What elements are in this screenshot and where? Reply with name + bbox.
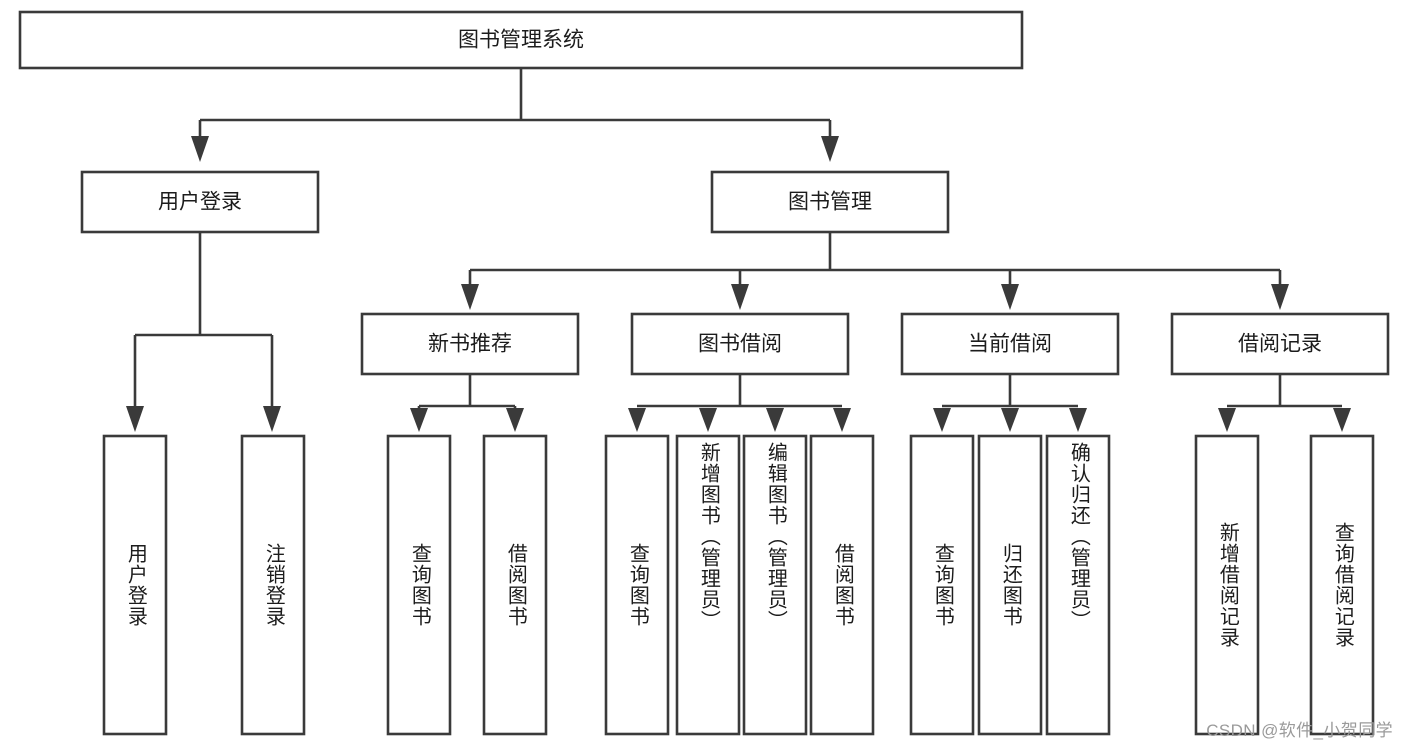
arrow-head-recommend-1 — [506, 408, 524, 432]
node-root-box[interactable] — [18, 10, 1024, 70]
node-leaf-record-query-box[interactable] — [1309, 434, 1375, 736]
node-leaf-user-logout-box[interactable] — [240, 434, 306, 736]
arrow-head-recommend-0 — [410, 408, 428, 432]
arrow-head-current-0 — [933, 408, 951, 432]
arrow-head-level2-0 — [191, 136, 209, 162]
arrow-head-borrow-2 — [766, 408, 784, 432]
node-leaf-borrow-edit-book-box[interactable] — [742, 434, 808, 736]
node-leaf-recommend-borrow-book-box[interactable] — [482, 434, 548, 736]
node-user-login-label: 用户登录 — [158, 191, 242, 214]
node-leaf-borrow-add-book-box[interactable] — [675, 434, 741, 736]
arrow-head-borrow-1 — [699, 408, 717, 432]
csdn-watermark: CSDN @软件_小贺同学 — [1206, 721, 1393, 740]
node-current-borrow-box[interactable] — [900, 312, 1120, 376]
arrow-head-current-2 — [1069, 408, 1087, 432]
arrow-head-level2-1 — [821, 136, 839, 162]
node-book-management-box[interactable] — [710, 170, 950, 234]
node-new-book-recommend-box[interactable] — [360, 312, 580, 376]
arrow-head-borrow-0 — [628, 408, 646, 432]
arrow-head-user-login-1 — [263, 406, 281, 432]
arrow-head-level3-0 — [461, 284, 479, 310]
node-leaf-current-query-book-box[interactable] — [909, 434, 975, 736]
arrow-head-level3-3 — [1271, 284, 1289, 310]
arrow-head-record-0 — [1218, 408, 1236, 432]
node-leaf-borrow-borrow-book-box[interactable] — [809, 434, 875, 736]
node-book-management-label: 图书管理 — [788, 191, 872, 214]
node-leaf-recommend-query-book-box[interactable] — [386, 434, 452, 736]
node-book-borrow-label: 图书借阅 — [698, 333, 782, 356]
arrow-head-current-1 — [1001, 408, 1019, 432]
arrow-head-level3-1 — [731, 284, 749, 310]
node-new-book-recommend-label: 新书推荐 — [428, 333, 512, 356]
node-leaf-user-login-box[interactable] — [102, 434, 168, 736]
node-leaf-current-confirm-return-box[interactable] — [1045, 434, 1111, 736]
node-borrow-record-box[interactable] — [1170, 312, 1390, 376]
arrow-head-user-login-0 — [126, 406, 144, 432]
node-borrow-record-label: 借阅记录 — [1238, 333, 1322, 356]
arrow-head-level3-2 — [1001, 284, 1019, 310]
node-current-borrow-label: 当前借阅 — [968, 333, 1052, 356]
node-leaf-borrow-query-book-box[interactable] — [604, 434, 670, 736]
arrow-head-borrow-3 — [833, 408, 851, 432]
arrow-head-record-1 — [1333, 408, 1351, 432]
node-root-label: 图书管理系统 — [458, 29, 584, 52]
node-book-borrow-box[interactable] — [630, 312, 850, 376]
node-leaf-record-add-box[interactable] — [1194, 434, 1260, 736]
node-leaf-current-return-book-box[interactable] — [977, 434, 1043, 736]
